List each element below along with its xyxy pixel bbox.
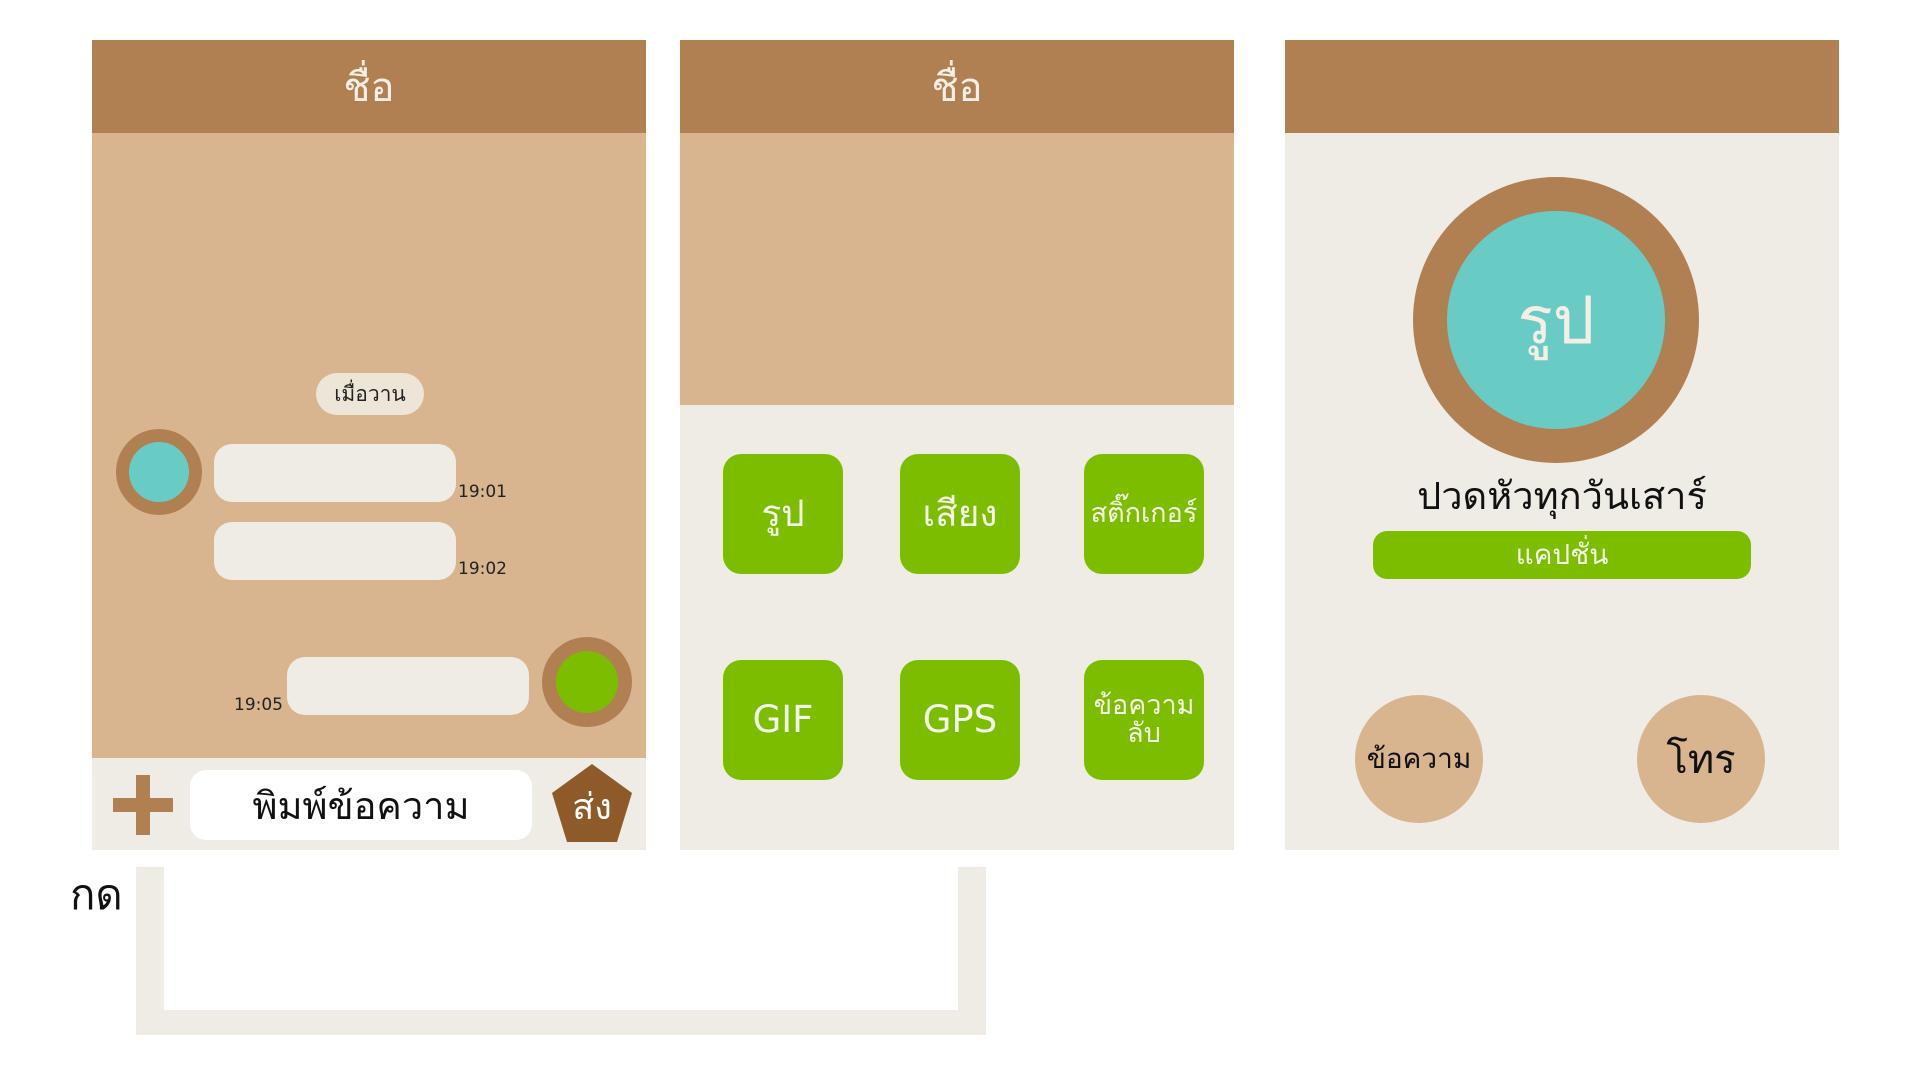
chat-screen: ชื่อ เมื่อวาน 19:01 19:02 19:05 พิมพ์ข้อ… [92,40,646,850]
call-button[interactable]: โทร [1637,695,1765,823]
attach-screen: ชื่อ รูป เสียง สติ๊กเกอร์ GIF GPS ข้อควา… [680,40,1234,850]
send-button[interactable]: ส่ง [548,762,636,846]
date-separator: เมื่อวาน [316,373,424,415]
message-time-2: 19:02 [458,559,507,579]
flow-connector [136,867,986,1035]
message-bubble-sent-1[interactable] [287,657,529,715]
option-sticker[interactable]: สติ๊กเกอร์ [1084,454,1204,574]
message-input-bar: พิมพ์ข้อความ ส่ง [92,758,646,850]
profile-header [1285,40,1839,133]
option-secret-message[interactable]: ข้อความ ลับ [1084,660,1204,780]
profile-caption: แคปชั่น [1373,531,1751,579]
profile-screen: รูป ปวดหัวทุกวันเสาร์ แคปชั่น ข้อความ โท… [1285,40,1839,850]
option-photo[interactable]: รูป [723,454,843,574]
message-bubble-received-1[interactable] [214,444,456,502]
press-annotation-label: กด [70,870,123,919]
chat-header-title: ชื่อ [92,40,646,133]
send-label: ส่ง [572,786,612,828]
profile-photo[interactable]: รูป [1447,211,1665,429]
attach-header-title: ชื่อ [680,40,1234,133]
chat-area [680,133,1234,405]
option-voice[interactable]: เสียง [900,454,1020,574]
profile-name: ปวดหัวทุกวันเสาร์ [1417,474,1707,518]
option-gif[interactable]: GIF [723,660,843,780]
message-time-1: 19:01 [458,482,507,502]
message-bubble-received-2[interactable] [214,522,456,580]
message-time-3: 19:05 [234,695,283,715]
pentagon-icon [552,764,632,842]
message-input[interactable]: พิมพ์ข้อความ [190,770,532,840]
self-avatar[interactable] [542,637,632,727]
message-button[interactable]: ข้อความ [1355,695,1483,823]
contact-avatar[interactable] [116,429,202,515]
option-gps[interactable]: GPS [900,660,1020,780]
profile-avatar-ring: รูป [1413,177,1699,463]
